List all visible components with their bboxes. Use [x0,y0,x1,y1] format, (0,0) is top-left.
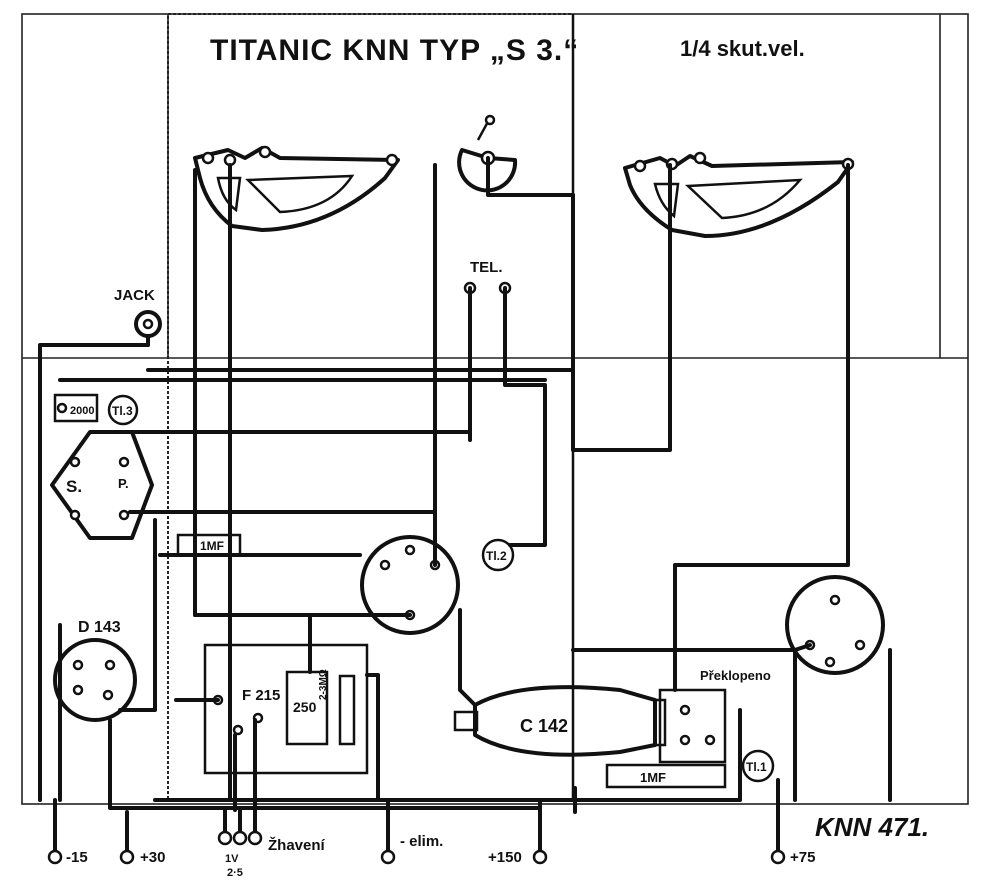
capacitor-1mf-right-label: 1MF [640,770,666,785]
transformer-tl1-label: Tl.1 [746,760,767,774]
title: TITANIC KNN TYP „S 3.“ [210,34,579,67]
tube-c142-label: C 142 [520,716,568,736]
transformer-tl2-label: Tl.2 [486,549,507,563]
resistor-2000 [53,393,99,423]
coil-s-label: S. [66,477,82,496]
jack-label: JACK [114,287,155,304]
capacitor-250 [285,670,329,746]
coil-p-label: P. [118,476,129,491]
tube-d143-label: D 143 [78,619,121,636]
tube-socket-center [360,535,460,635]
tuning-capacitor-left [193,145,400,232]
tube-c142: C 142 [453,685,667,757]
tube-d143: D 143 [53,619,137,722]
capacitor-1mf-right [605,763,727,789]
terminal-2-5: 2·5 [227,867,243,879]
terminal-plus75: +75 [790,849,815,866]
jack-socket[interactable] [134,310,162,347]
resistor-2-3mohm [338,674,356,746]
resistor-2000-label: 2000 [70,405,94,417]
capacitor-1mf-left-label: 1MF [200,539,224,553]
capacitor-250-label: 250 [293,699,317,715]
preklopeno-label: Překlopeno [700,668,771,683]
terminal-elim: - elim. [400,833,443,850]
tuning-capacitor-right [623,151,855,238]
terminal-plus150: +150 [488,849,522,866]
tel-label: TEL. [470,259,503,276]
transformer-tl3-label: Tl.3 [112,404,133,418]
tube-socket-right [785,575,885,675]
scale-note: 1/4 skut.vel. [680,36,805,61]
transformer-tl2 [481,538,515,572]
transformer-tl3 [107,394,139,426]
coil-hexagon: S. P. [50,430,154,540]
wiring [38,156,892,814]
terminal-zhaveni: Žhavení [268,836,326,854]
terminal-minus15: -15 [66,849,88,866]
drawing-number: KNN 471. [815,812,929,842]
resistor-2-3mohm-label: 2-3MΩ [318,669,329,700]
tube-f215-label: F 215 [242,687,280,704]
board-outline [21,13,969,805]
power-terminals [47,778,786,865]
f215-panel [203,643,369,775]
switch-preklopeno [658,688,727,764]
transformer-tl1 [741,749,775,783]
terminal-plus30: +30 [140,849,165,866]
terminal-1v: 1V [225,853,239,865]
